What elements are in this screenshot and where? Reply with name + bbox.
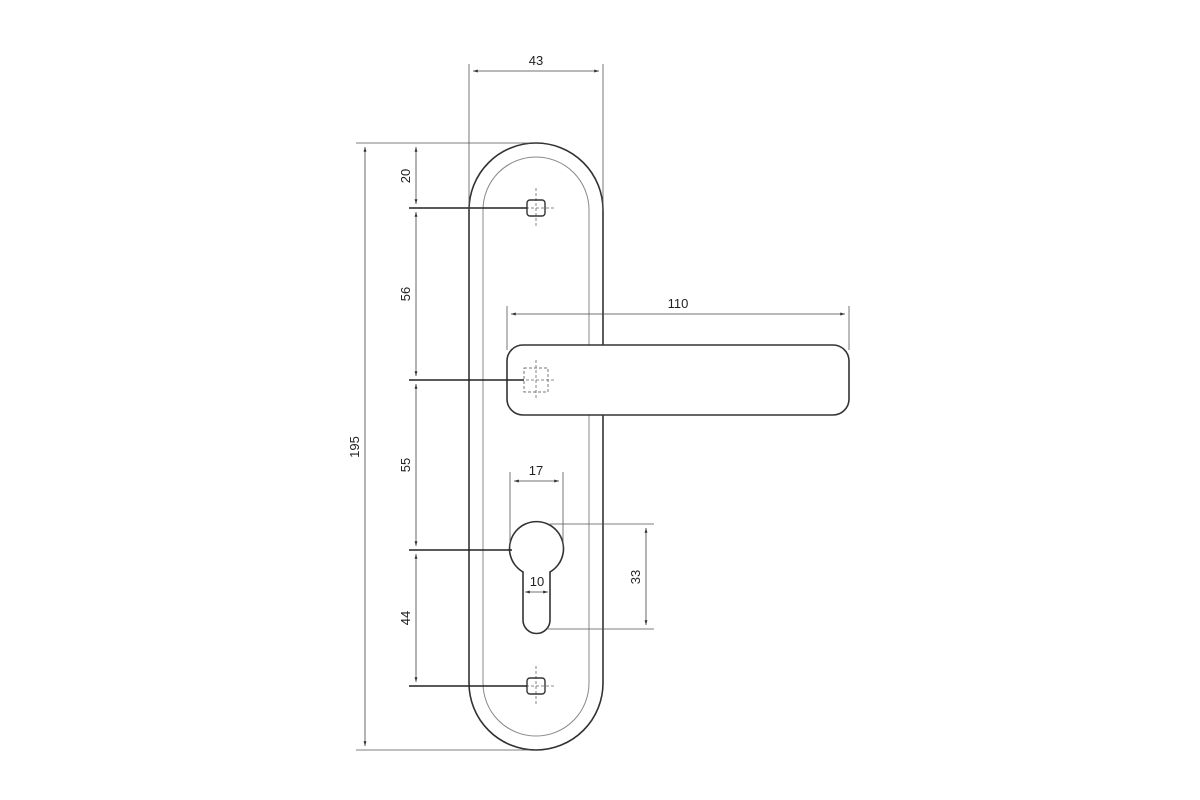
- dim-vertical-chain: 20 56 55 44: [398, 147, 418, 682]
- dim-label-cylinder-height: 33: [628, 570, 643, 584]
- dim-label-lever-length: 110: [668, 296, 689, 311]
- feature-leaders: [409, 207, 527, 687]
- dim-label-screw-to-spindle: 56: [398, 287, 413, 301]
- backplate-outline: [468, 142, 604, 751]
- dim-total-height: 195: [347, 142, 530, 751]
- lever-handle: [506, 344, 850, 416]
- dim-label-plate-width: 43: [529, 53, 543, 68]
- dim-cylinder-width: 17: [509, 463, 564, 548]
- dim-label-spindle-to-cylinder: 55: [398, 458, 413, 472]
- dim-label-cylinder-width: 17: [529, 463, 543, 478]
- dim-label-total-height: 195: [347, 436, 362, 458]
- dim-plate-width: 43: [468, 53, 604, 210]
- backplate-inner-edge: [482, 156, 590, 737]
- dim-label-cylinder-slot-width: 10: [530, 574, 544, 589]
- dim-cylinder-height: 33: [548, 523, 654, 630]
- dim-label-top-to-screw: 20: [398, 169, 413, 183]
- dim-cylinder-slot-width: 10: [525, 574, 548, 594]
- backplate: [468, 142, 604, 751]
- dim-lever-length: 110: [506, 296, 850, 350]
- dim-label-cylinder-to-screw: 44: [398, 611, 413, 625]
- lever-outline: [506, 344, 850, 416]
